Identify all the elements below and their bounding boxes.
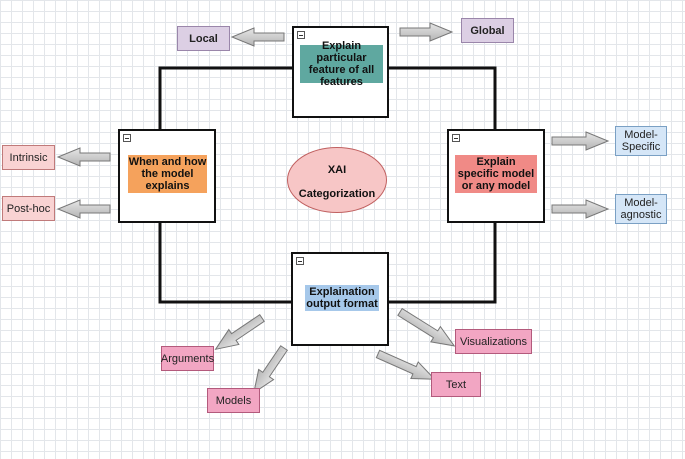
tag-visualizations[interactable]: Visualizations [455, 329, 532, 354]
connector-left-bottom [158, 222, 292, 304]
box-output-format-label: Explaination output format [305, 285, 379, 311]
tag-global[interactable]: Global [461, 18, 514, 43]
tag-model-agnostic[interactable]: Model-agnostic [615, 194, 667, 224]
arrow-to-visualizations [397, 307, 456, 347]
connector-right-bottom [388, 222, 497, 304]
tag-local[interactable]: Local [177, 26, 230, 51]
tag-arguments[interactable]: Arguments [161, 346, 214, 371]
box-model-specificity[interactable]: Explain specific model or any model [447, 129, 545, 223]
collapse-icon[interactable] [296, 257, 304, 265]
connector-top-right [388, 66, 497, 132]
tag-model-specific[interactable]: Model-Specific [615, 126, 667, 156]
tag-intrinsic[interactable]: Intrinsic [2, 145, 55, 170]
collapse-icon[interactable] [297, 31, 305, 39]
arrow-to-model-agnostic [551, 199, 610, 219]
box-feature-scope[interactable]: Explain particular feature of all featur… [292, 26, 389, 118]
arrow-to-arguments [214, 313, 265, 351]
ellipse-subtitle: Categorization [298, 188, 376, 200]
arrow-to-text [375, 349, 436, 380]
arrow-to-post-hoc [56, 199, 111, 219]
arrow-to-global [399, 22, 454, 42]
xai-categorization-ellipse[interactable]: XAI Categorization [287, 147, 387, 213]
box-feature-scope-label: Explain particular feature of all featur… [300, 40, 383, 88]
ellipse-title: XAI [327, 164, 347, 176]
arrow-to-intrinsic [56, 147, 111, 167]
collapse-icon[interactable] [123, 134, 131, 142]
collapse-icon[interactable] [452, 134, 460, 142]
box-when-how[interactable]: When and how the model explains [118, 129, 216, 223]
arrow-to-model-specific [551, 131, 610, 151]
tag-models[interactable]: Models [207, 388, 260, 413]
box-when-how-label: When and how the model explains [128, 155, 207, 193]
tag-post-hoc[interactable]: Post-hoc [2, 196, 55, 221]
box-output-format[interactable]: Explaination output format [291, 252, 389, 346]
tag-text[interactable]: Text [431, 372, 481, 397]
connector-top-left [158, 66, 292, 132]
arrow-to-models [253, 345, 289, 394]
box-model-specificity-label: Explain specific model or any model [455, 155, 537, 193]
arrow-to-local [230, 27, 285, 47]
